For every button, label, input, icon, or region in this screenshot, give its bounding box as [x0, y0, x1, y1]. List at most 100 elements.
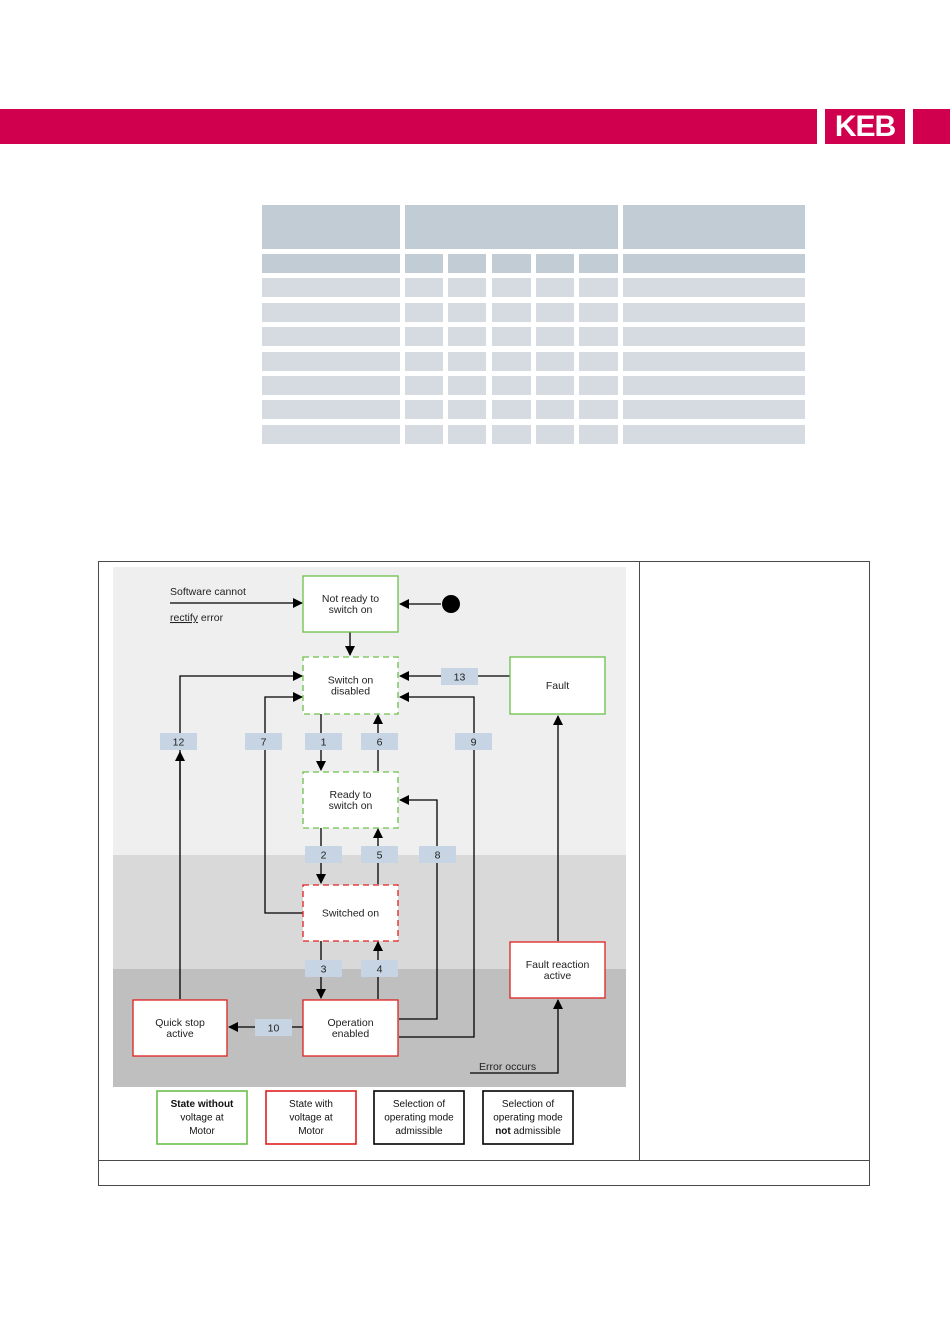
state-label: Not ready to: [322, 593, 379, 605]
transition-label-7: 7: [245, 733, 282, 750]
transition-label-2: 2: [305, 846, 342, 863]
svg-text:operating mode: operating mode: [493, 1113, 563, 1124]
table-cell: [623, 376, 805, 395]
svg-text:8: 8: [435, 850, 441, 862]
table-cell: [405, 352, 443, 371]
table-subheader-cell: [623, 254, 805, 273]
svg-text:1: 1: [321, 737, 327, 749]
table-cell: [579, 400, 618, 419]
table-cell: [579, 352, 618, 371]
transition-label-12: 12: [160, 733, 197, 750]
svg-text:voltage at: voltage at: [289, 1113, 333, 1124]
svg-text:Motor: Motor: [298, 1126, 324, 1137]
transition-label-1: 1: [305, 733, 342, 750]
table-cell: [448, 376, 486, 395]
table-cell: [448, 327, 486, 346]
table-cell: [492, 278, 531, 297]
transition-label-10: 10: [255, 1019, 292, 1036]
table-cell: [448, 303, 486, 322]
table-cell: [623, 425, 805, 444]
table-subheader-cell: [405, 254, 443, 273]
table-cell: [262, 278, 400, 297]
svg-text:State with: State with: [289, 1099, 333, 1110]
svg-text:9: 9: [471, 737, 477, 749]
state-label: Switch on: [328, 675, 374, 687]
svg-text:3: 3: [321, 964, 327, 976]
svg-text:voltage at: voltage at: [180, 1113, 224, 1124]
transition-label-6: 6: [361, 733, 398, 750]
table-cell: [492, 425, 531, 444]
table-cell: [579, 327, 618, 346]
software-note-line2: rectify error: [170, 612, 224, 624]
table-cell: [579, 278, 618, 297]
keb-logo: KEB: [822, 109, 908, 144]
table-cell: [448, 352, 486, 371]
header-brand-band: [0, 109, 817, 144]
svg-text:State without: State without: [171, 1099, 234, 1110]
state-label: switch on: [329, 604, 373, 616]
state-label: Operation: [327, 1017, 373, 1029]
state-switched-on: Switched on: [302, 884, 399, 942]
transition-label-9: 9: [455, 733, 492, 750]
table-cell: [262, 327, 400, 346]
transition-label-3: 3: [305, 960, 342, 977]
table-cell: [536, 352, 574, 371]
state-label: Quick stop: [155, 1017, 205, 1029]
svg-text:12: 12: [173, 737, 185, 749]
table-cell: [579, 425, 618, 444]
table-cell: [492, 327, 531, 346]
table-header-cell: [405, 205, 618, 249]
header-brand-band-right: [913, 109, 950, 144]
table-header-cell: [623, 205, 805, 249]
table-cell: [262, 400, 400, 419]
table-cell: [536, 278, 574, 297]
svg-text:2: 2: [321, 850, 327, 862]
transition-label-5: 5: [361, 846, 398, 863]
table-cell: [623, 352, 805, 371]
table-cell: [405, 327, 443, 346]
state-label: Switched on: [322, 908, 379, 920]
software-note-line1: Software cannot: [170, 586, 246, 598]
legend-item-1: State without voltage at Motor: [156, 1090, 248, 1145]
table-cell: [405, 376, 443, 395]
state-label: active: [166, 1028, 194, 1040]
table-cell: [492, 400, 531, 419]
error-occurs-note: Error occurs: [479, 1061, 536, 1073]
svg-text:not admissible: not admissible: [495, 1126, 561, 1137]
table-cell: [579, 303, 618, 322]
table-cell: [405, 303, 443, 322]
state-label: active: [544, 970, 572, 982]
table-cell: [448, 425, 486, 444]
table-cell: [262, 352, 400, 371]
svg-text:5: 5: [377, 850, 383, 862]
table-cell: [623, 327, 805, 346]
table-header-cell: [262, 205, 400, 249]
svg-text:Motor: Motor: [189, 1126, 215, 1137]
table-subheader-cell: [492, 254, 531, 273]
transition-label-4: 4: [361, 960, 398, 977]
svg-text:6: 6: [377, 737, 383, 749]
table-cell: [536, 327, 574, 346]
table-cell: [623, 303, 805, 322]
table-cell: [262, 425, 400, 444]
table-cell: [536, 425, 574, 444]
state-label: Fault: [546, 680, 569, 692]
table-subheader-cell: [579, 254, 618, 273]
table-cell: [448, 278, 486, 297]
table-cell: [492, 376, 531, 395]
table-cell: [492, 352, 531, 371]
diagram-frame: [98, 561, 870, 1186]
state-label: Fault reaction: [526, 959, 590, 971]
state-label: Ready to: [329, 789, 371, 801]
table-cell: [405, 400, 443, 419]
state-label: switch on: [329, 800, 373, 812]
table-cell: [405, 425, 443, 444]
